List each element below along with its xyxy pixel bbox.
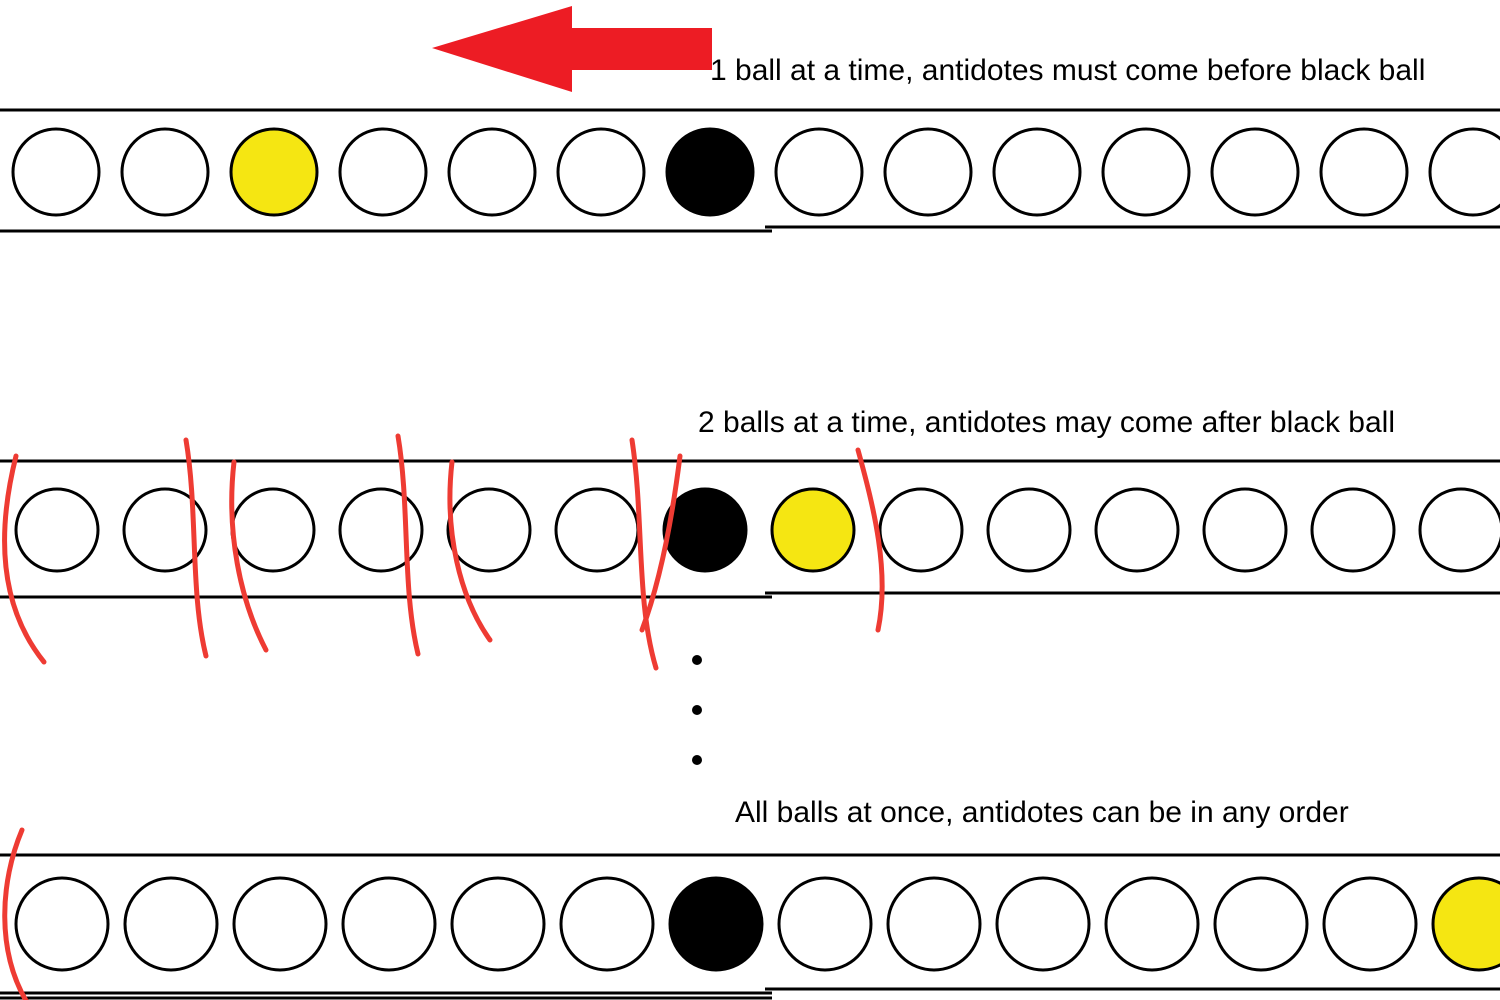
ellipsis-dot xyxy=(692,755,702,765)
white-ball xyxy=(338,487,424,573)
white-ball xyxy=(1104,876,1200,972)
ellipsis-dot xyxy=(692,705,702,715)
white-ball xyxy=(777,876,873,972)
white-ball xyxy=(1428,127,1500,217)
white-ball xyxy=(1094,487,1180,573)
white-ball xyxy=(1322,876,1418,972)
white-ball xyxy=(446,487,532,573)
white-ball xyxy=(120,127,210,217)
white-ball xyxy=(123,876,219,972)
red-stroke-row3-left xyxy=(2,827,29,1000)
black-ball xyxy=(668,876,764,972)
red-divider-pair2-a xyxy=(395,433,421,657)
white-ball xyxy=(232,876,328,972)
white-ball xyxy=(878,487,964,573)
white-ball xyxy=(1202,487,1288,573)
red-divider-pair3-a xyxy=(629,437,659,671)
left-arrow-icon xyxy=(432,6,712,92)
white-ball xyxy=(122,487,208,573)
caption-one-ball-at-a-time: 1 ball at a time, antidotes must come be… xyxy=(710,54,1426,87)
white-ball xyxy=(338,127,428,217)
antidote-ball xyxy=(770,487,856,573)
white-ball xyxy=(341,876,437,972)
white-ball xyxy=(554,487,640,573)
white-ball xyxy=(986,487,1072,573)
red-divider-pair2-b xyxy=(447,459,493,643)
white-ball xyxy=(14,487,100,573)
white-ball xyxy=(450,876,546,972)
caption-all-balls-at-once: All balls at once, antidotes can be in a… xyxy=(735,796,1349,829)
black-ball xyxy=(665,127,755,217)
antidote-ball xyxy=(229,127,319,217)
caption-two-balls-at-a-time: 2 balls at a time, antidotes may come af… xyxy=(698,406,1396,439)
red-divider-pair3-b xyxy=(639,453,683,633)
white-ball xyxy=(886,876,982,972)
white-ball xyxy=(883,127,973,217)
white-ball xyxy=(1101,127,1191,217)
white-ball xyxy=(995,876,1091,972)
white-ball xyxy=(14,876,110,972)
white-ball xyxy=(230,487,316,573)
red-divider-pair1-b xyxy=(229,459,269,653)
white-ball xyxy=(447,127,537,217)
white-ball xyxy=(1210,127,1300,217)
white-ball xyxy=(774,127,864,217)
white-ball xyxy=(1213,876,1309,972)
white-ball xyxy=(1310,487,1396,573)
white-ball xyxy=(1418,487,1500,573)
white-ball xyxy=(556,127,646,217)
white-ball xyxy=(992,127,1082,217)
black-ball xyxy=(662,487,748,573)
white-ball xyxy=(11,127,101,217)
red-divider-pair4 xyxy=(855,447,885,633)
antidote-ball xyxy=(1431,876,1500,972)
ellipsis-dot xyxy=(692,655,702,665)
white-ball xyxy=(1319,127,1409,217)
white-ball xyxy=(559,876,655,972)
red-divider-left-edge xyxy=(2,453,47,665)
red-divider-pair1-a xyxy=(183,437,209,659)
